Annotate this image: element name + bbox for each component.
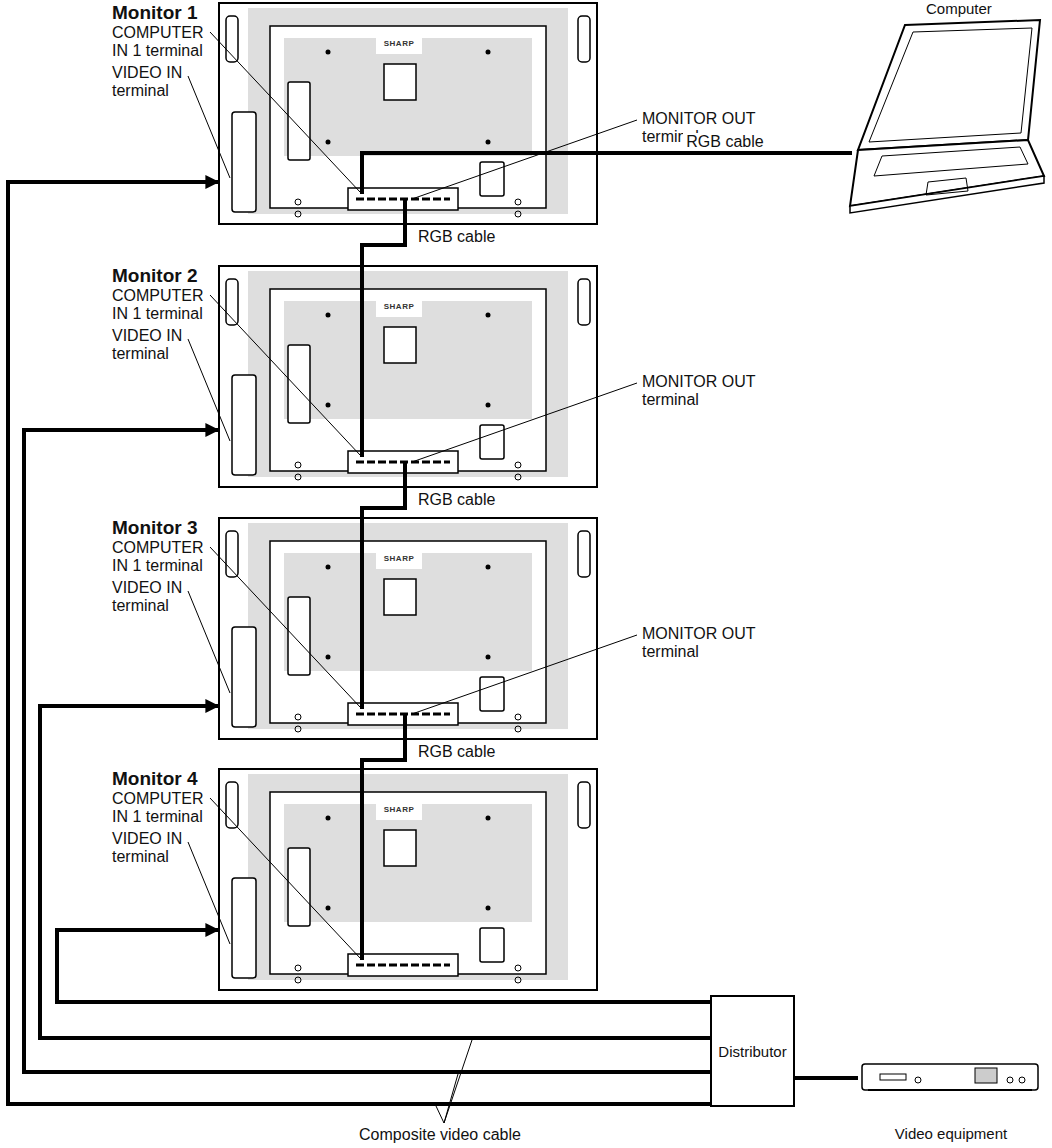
cable-connector — [40, 706, 710, 1038]
rgb-cable — [403, 200, 407, 225]
laptop-screen — [869, 28, 1032, 142]
video-display — [975, 1068, 997, 1083]
monitor-unit: Monitor 1 — [218, 2, 598, 225]
leader-line — [210, 295, 360, 455]
monitor-unit: Monitor 4 — [218, 768, 598, 991]
leader-line — [444, 1074, 458, 1123]
cable-connector — [57, 930, 710, 1002]
callout-label: COMPUTER IN 1 terminal — [112, 539, 216, 575]
leader-line — [412, 120, 637, 199]
leader-line — [412, 383, 637, 462]
cable-label: RGB cable — [415, 491, 498, 509]
leader-line — [188, 591, 230, 693]
rgb-cable — [360, 265, 364, 457]
node-label: Video equipment — [858, 1125, 1044, 1142]
cable-label: RGB cable — [415, 743, 498, 761]
cable-connector — [362, 488, 405, 517]
callout-label: VIDEO IN terminal — [112, 579, 216, 615]
monitor-heading: Monitor 2 — [112, 265, 216, 286]
callout-label: VIDEO IN terminal — [112, 830, 216, 866]
monitor-heading: Monitor 1 — [112, 2, 216, 23]
cable-connector — [362, 225, 405, 265]
button — [1019, 1077, 1025, 1083]
monitor-heading: Monitor 4 — [112, 768, 216, 789]
brand-logo: SHARP — [374, 302, 424, 312]
laptop-touchpad — [926, 178, 968, 195]
laptop-keyboard — [874, 147, 1028, 176]
leader-line — [188, 339, 230, 441]
rgb-cable — [403, 715, 407, 740]
cable-connector — [598, 151, 852, 155]
callout-label: COMPUTER IN 1 terminal — [112, 24, 216, 60]
node-label: Computer — [926, 0, 992, 17]
monitor-drawing — [219, 266, 597, 487]
rgb-cable — [360, 768, 364, 960]
node-label: Distributor — [718, 1043, 786, 1060]
brand-logo: SHARP — [374, 554, 424, 564]
leader-line — [210, 798, 360, 958]
laptop-edge — [850, 176, 1044, 213]
video-equipment: Video equipment — [858, 1058, 1044, 1144]
inner-cables — [362, 153, 598, 960]
leader-line — [188, 76, 230, 178]
computer: Computer — [852, 0, 1044, 222]
button — [915, 1077, 921, 1083]
deck-foot — [868, 1089, 1032, 1091]
disc-slot — [880, 1074, 906, 1080]
cable-connector — [362, 740, 405, 768]
rgb-cable — [360, 517, 364, 709]
leader-line — [210, 32, 360, 192]
cable-label: RGB cable — [683, 133, 766, 151]
leader-lines — [188, 32, 637, 1123]
rgb-cable — [362, 153, 598, 194]
cable-connector — [8, 182, 710, 1104]
leader-line — [210, 547, 360, 707]
cable-connector — [795, 1076, 858, 1080]
rgb-cable — [403, 463, 407, 488]
monitor-drawing — [219, 518, 597, 739]
monitor-unit: Monitor 2 — [218, 265, 598, 488]
monitor-unit: Monitor 3 — [218, 517, 598, 740]
callout-label: MONITOR OUT terminal — [642, 625, 764, 661]
laptop-lid — [858, 20, 1040, 150]
distributor-box: Distributor — [710, 995, 795, 1107]
button — [1007, 1077, 1013, 1083]
video-deck — [862, 1064, 1038, 1090]
cable-label: RGB cable — [415, 228, 498, 246]
callout-label: COMPUTER IN 1 terminal — [112, 287, 216, 323]
brand-logo: SHARP — [374, 805, 424, 815]
leader-line — [444, 1040, 472, 1123]
monitor-drawing — [219, 3, 597, 224]
monitor-heading: Monitor 3 — [112, 517, 216, 538]
cable-connector — [24, 430, 710, 1072]
leader-line — [412, 635, 637, 714]
brand-logo: SHARP — [374, 39, 424, 49]
callout-label: VIDEO IN terminal — [112, 327, 216, 363]
callout-label: Composite video cable — [320, 1126, 560, 1144]
callout-label: MONITOR OUT terminal — [642, 373, 764, 409]
callout-label: COMPUTER IN 1 terminal — [112, 790, 216, 826]
laptop-drawing — [850, 20, 1044, 213]
callout-label: VIDEO IN terminal — [112, 64, 216, 100]
video-equipment-drawing — [862, 1064, 1038, 1090]
monitor-drawing — [219, 769, 597, 990]
leader-line — [436, 1106, 444, 1123]
